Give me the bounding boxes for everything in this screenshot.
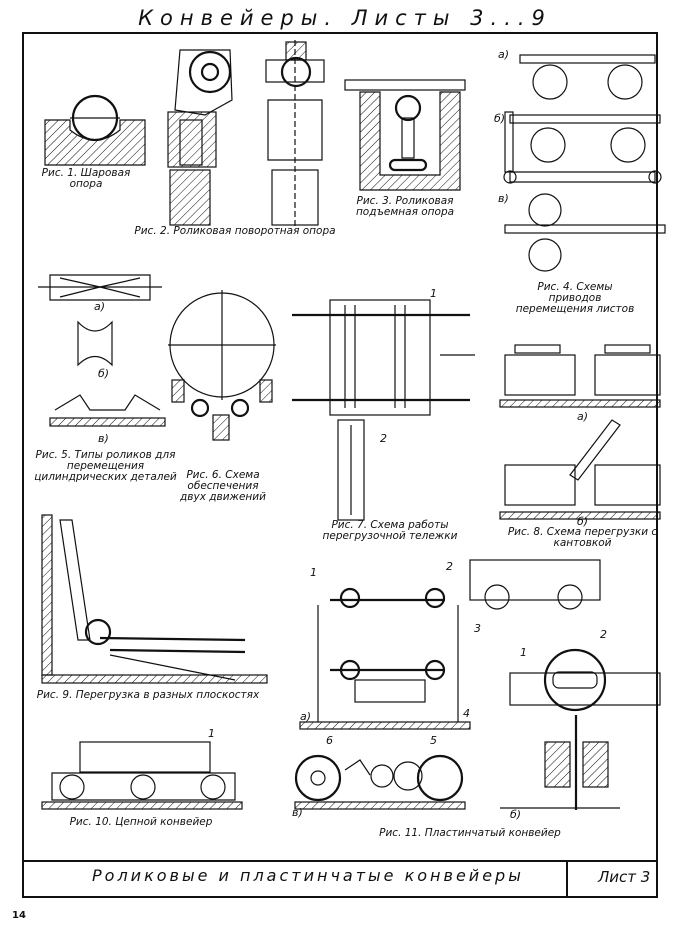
- fig11-plate-conveyor: [294, 559, 661, 810]
- fig10-caption: Рис. 10. Цепной конвейер: [69, 816, 213, 828]
- fig4-label-a: а): [498, 48, 510, 61]
- fig1-ball-support: [44, 94, 146, 166]
- fig11-label-v: в): [292, 806, 303, 819]
- fig3-caption: Рис. 3. Роликовая подъемная опора: [355, 195, 455, 218]
- fig7-transfer-trolley: [292, 299, 475, 521]
- fig7-number-1: 1: [430, 287, 437, 300]
- fig5-caption: Рис. 5. Типы роликов для перемещения цил…: [34, 449, 177, 483]
- fig11-number-6: 6: [326, 734, 333, 747]
- fig11-number-1b: 1: [520, 646, 527, 659]
- fig3-lift-support: [344, 79, 466, 191]
- fig11-label-a: а): [300, 710, 312, 723]
- fig11-caption: Рис. 11. Пластинчатый конвейер: [379, 827, 561, 839]
- fig4-label-b: б): [494, 112, 506, 125]
- fig9-caption: Рис. 9. Перегрузка в разных плоскостях: [36, 689, 260, 701]
- fig11-number-1: 1: [310, 566, 317, 579]
- fig8-label-b: б): [577, 515, 589, 528]
- fig10-chain-conveyor: [41, 741, 243, 810]
- fig2-swivel-support: [167, 40, 325, 230]
- fig5-label-b: б): [98, 367, 110, 380]
- fig11-number-4: 4: [463, 707, 470, 720]
- fig10-number-1: 1: [208, 727, 215, 740]
- sheet-subtitle: Роликовые и пластинчатые конвейеры: [92, 866, 524, 885]
- fig11-number-2: 2: [446, 560, 453, 573]
- fig4-drive-schemes: [503, 54, 666, 272]
- fig11-number-3: 3: [474, 622, 481, 635]
- sheet-number: Лист 3: [598, 868, 651, 886]
- fig5-roller-types: [38, 274, 166, 427]
- fig4-caption: Рис. 4. Схемы приводов перемещения листо…: [515, 281, 635, 315]
- fig8-label-a: а): [577, 410, 589, 423]
- fig2-caption: Рис. 2. Роликовая поворотная опора: [134, 225, 336, 237]
- fig11-label-b: б): [510, 808, 522, 821]
- title-block: [22, 860, 658, 898]
- title-block-divider: [566, 860, 568, 898]
- fig4-label-v: в): [498, 192, 509, 205]
- fig6-caption: Рис. 6. Схема обеспечения двух движений: [180, 469, 266, 503]
- fig6-two-movements: [168, 290, 276, 441]
- fig5-label-v: в): [98, 432, 109, 445]
- page-number: 14: [12, 910, 26, 921]
- fig5-label-a: а): [94, 300, 106, 313]
- fig7-number-2: 2: [380, 432, 387, 445]
- page-title: Конвейеры. Листы 3...9: [138, 6, 552, 30]
- fig11-number-2b: 2: [600, 628, 607, 641]
- fig9-different-planes: [41, 514, 268, 684]
- fig8-caption: Рис. 8. Схема перегрузки с кантовкой: [507, 526, 658, 549]
- fig8-overturning-transfer: [499, 344, 661, 520]
- fig11-number-5: 5: [430, 734, 437, 747]
- fig7-caption: Рис. 7. Схема работы перегрузочной тележ…: [322, 519, 458, 542]
- fig1-caption: Рис. 1. Шаровая опора: [41, 167, 131, 190]
